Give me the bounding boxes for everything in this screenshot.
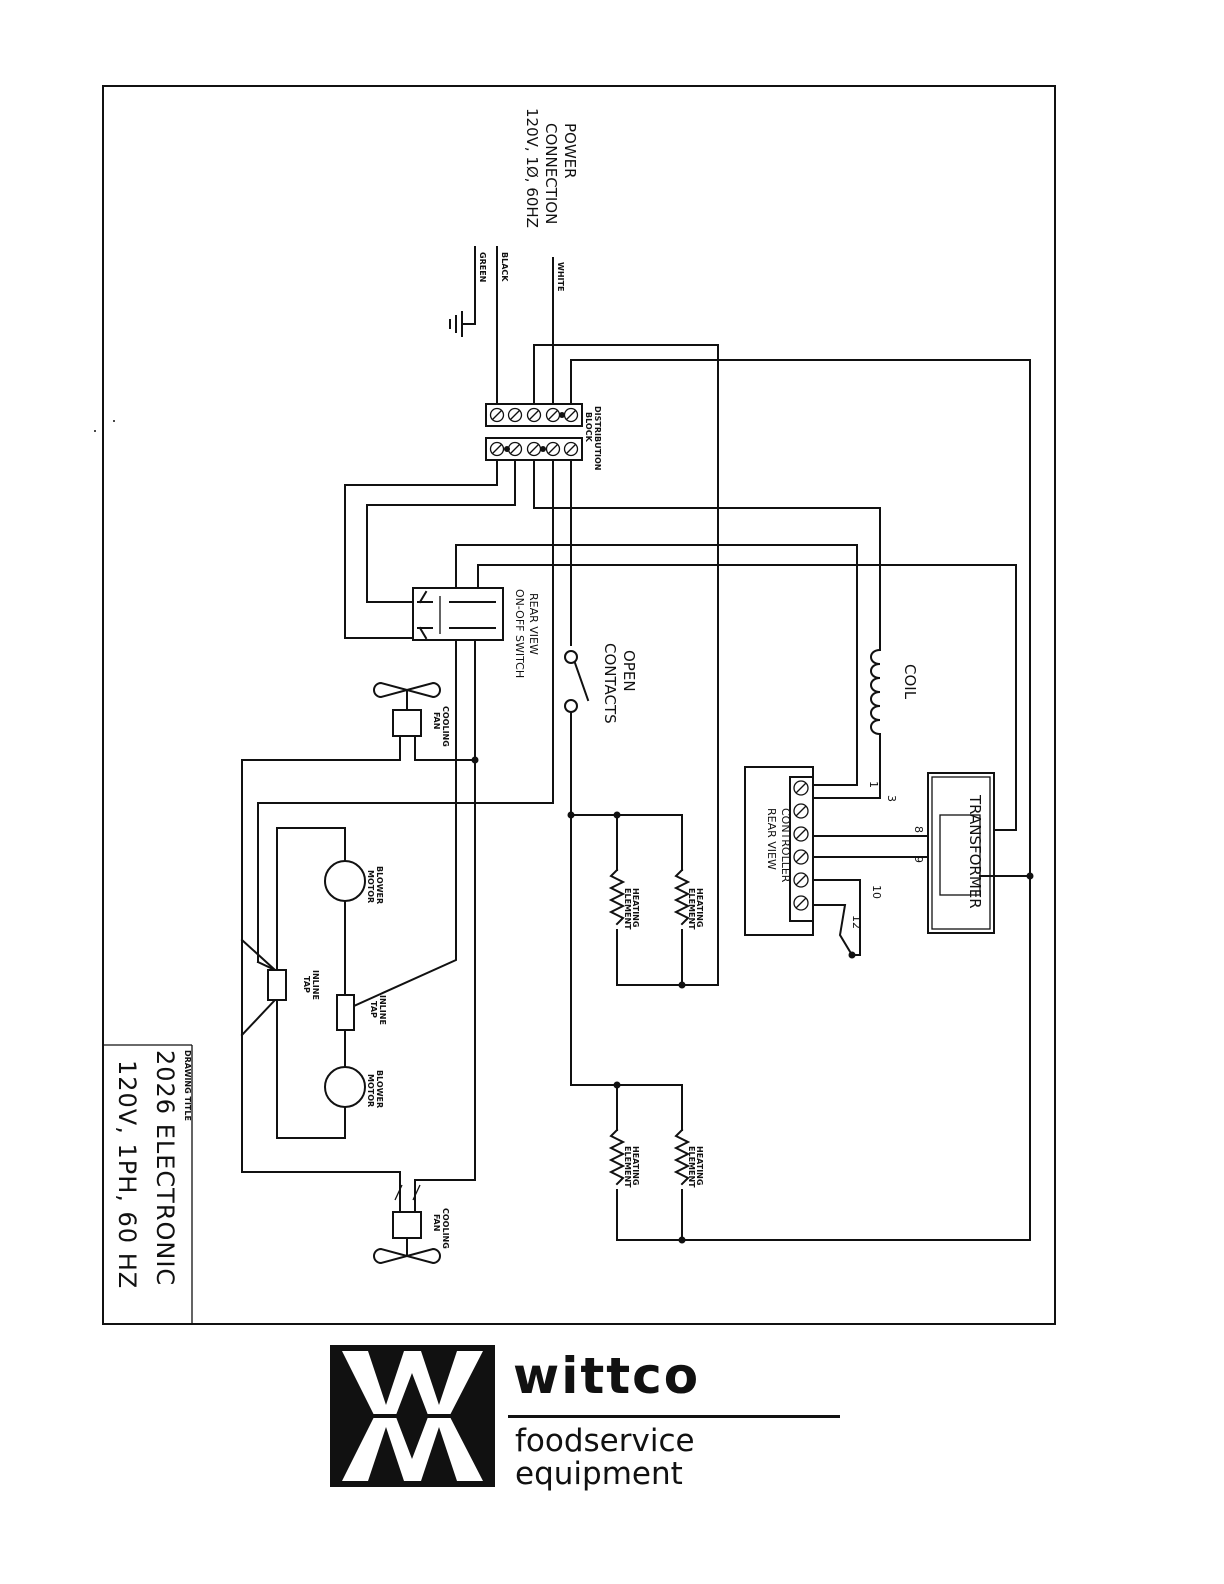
terminal-8: 8: [912, 826, 925, 833]
terminal-10: 10: [870, 885, 883, 899]
cooling-fan-upper: COOLING FAN: [241, 681, 476, 1213]
svg-text:COOLING: COOLING: [441, 706, 450, 747]
terminal-9: 9: [912, 856, 925, 863]
svg-text:120V, 1Ø, 60HZ: 120V, 1Ø, 60HZ: [523, 108, 541, 228]
coil-icon: COIL: [870, 648, 919, 736]
wittco-logo-mark: [330, 1345, 495, 1487]
svg-text:DISTRIBUTION: DISTRIBUTION: [593, 406, 602, 471]
upper-wiring: [257, 344, 1031, 1241]
svg-text:BLOWER: BLOWER: [375, 866, 384, 904]
svg-text:POWER: POWER: [561, 123, 579, 179]
controller: CONTROLLER REAR VIEW: [744, 766, 814, 936]
wire-label-white: WHITE: [556, 262, 565, 291]
heating-elements-lower: HEATING ELEMENT HEATING ELEMENT: [570, 814, 704, 1241]
svg-text:TRANSFORMER: TRANSFORMER: [966, 794, 984, 909]
cooling-fan-lower: COOLING FAN: [373, 639, 476, 1265]
wittco-logo: wittco foodservice equipment: [330, 1345, 850, 1495]
svg-text:REAR VIEW: REAR VIEW: [765, 808, 778, 870]
svg-text:TAP: TAP: [302, 976, 311, 993]
svg-text:INLINE: INLINE: [311, 970, 320, 1000]
svg-text:MOTOR: MOTOR: [366, 870, 375, 903]
svg-text:REAR VIEW: REAR VIEW: [527, 593, 540, 655]
title-block-spec: 120V, 1PH, 60 HZ: [113, 1060, 141, 1289]
svg-text:HEATING: HEATING: [631, 888, 640, 927]
svg-text:FAN: FAN: [432, 1214, 441, 1231]
incoming-wires: WHITE BLACK GREEN: [449, 246, 565, 407]
svg-text:ON-OFF SWITCH: ON-OFF SWITCH: [513, 589, 526, 678]
logo-rule: [508, 1415, 840, 1418]
title-block-label: DRAWING TITLE: [183, 1050, 192, 1121]
controller-wiring: 1 3 8 9 10 12: [812, 781, 941, 956]
drawing-border: [102, 85, 1056, 1325]
transformer: TRANSFORMER: [927, 772, 1031, 934]
open-contacts: OPEN CONTACTS: [564, 643, 638, 816]
blower-circuit: BLOWER MOTOR BLOWER MOTOR INLINE TAP INL…: [267, 827, 387, 1139]
junction-dots: [471, 756, 1034, 1244]
svg-text:BLOWER: BLOWER: [375, 1070, 384, 1108]
tagline-line1: foodservice: [515, 1423, 695, 1459]
svg-text:CONTROLLER: CONTROLLER: [779, 808, 792, 883]
svg-text:INLINE: INLINE: [378, 995, 387, 1025]
wire-label-black: BLACK: [500, 252, 509, 282]
svg-text:BLOCK: BLOCK: [584, 412, 593, 443]
svg-text:HEATING: HEATING: [631, 1146, 640, 1185]
svg-text:HEATING: HEATING: [695, 1146, 704, 1185]
tagline-line2: equipment: [515, 1456, 683, 1492]
title-block-model: 2026 ELECTRONIC: [151, 1050, 179, 1286]
svg-text:COIL: COIL: [901, 664, 919, 700]
svg-text:ELEMENT: ELEMENT: [687, 1146, 696, 1188]
terminal-12: 12: [850, 915, 863, 929]
switch-branch-wiring: [240, 639, 457, 1037]
svg-text:ELEMENT: ELEMENT: [623, 888, 632, 930]
svg-text:CONTACTS: CONTACTS: [601, 643, 619, 724]
terminal-1: 1: [867, 781, 880, 788]
distribution-block: DISTRIBUTION BLOCK: [485, 403, 602, 471]
wire-label-green: GREEN: [478, 252, 487, 282]
brand-name: wittco: [513, 1347, 701, 1405]
ground-icon: [449, 311, 476, 337]
svg-text:ELEMENT: ELEMENT: [687, 888, 696, 930]
terminal-3: 3: [885, 795, 898, 802]
svg-text:CONNECTION: CONNECTION: [542, 123, 560, 224]
svg-text:TAP: TAP: [369, 1001, 378, 1018]
title-block: DRAWING TITLE 2026 ELECTRONIC 120V, 1PH,…: [103, 1044, 193, 1324]
on-off-switch: REAR VIEW ON-OFF SWITCH: [412, 587, 540, 678]
heating-elements-upper: HEATING ELEMENT HEATING ELEMENT: [570, 814, 704, 986]
svg-text:HEATING: HEATING: [695, 888, 704, 927]
svg-text:OPEN: OPEN: [620, 650, 638, 692]
svg-text:MOTOR: MOTOR: [366, 1074, 375, 1107]
svg-text:FAN: FAN: [432, 712, 441, 729]
svg-text:COOLING: COOLING: [441, 1208, 450, 1249]
svg-text:ELEMENT: ELEMENT: [623, 1146, 632, 1188]
power-connection-label: POWER CONNECTION 120V, 1Ø, 60HZ: [523, 108, 579, 228]
